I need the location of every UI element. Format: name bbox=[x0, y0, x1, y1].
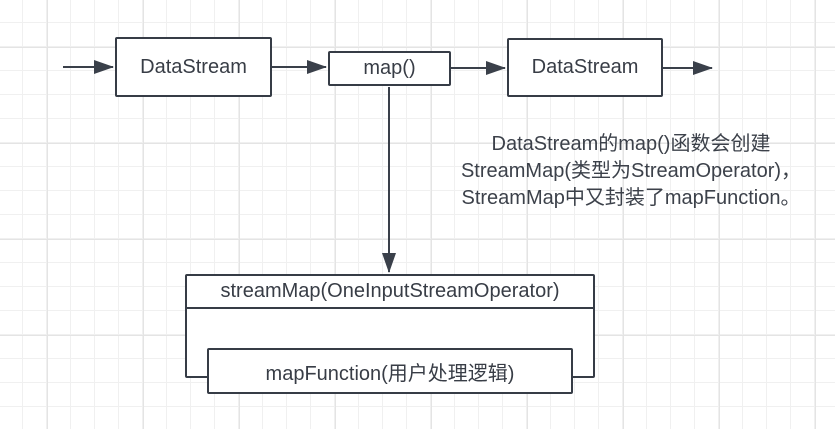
node-label: map() bbox=[363, 57, 416, 79]
node-datastream-right: DataStream bbox=[507, 38, 663, 97]
streammap-header-label: streamMap(OneInputStreamOperator) bbox=[220, 280, 560, 302]
node-mapfunction: mapFunction(用户处理逻辑) bbox=[207, 348, 573, 394]
node-label: mapFunction(用户处理逻辑) bbox=[265, 362, 515, 385]
node-streammap-container: streamMap(OneInputStreamOperator) mapFun… bbox=[185, 274, 595, 394]
streammap-body: mapFunction(用户处理逻辑) bbox=[187, 309, 593, 394]
node-label: DataStream bbox=[531, 56, 639, 78]
streammap-header: streamMap(OneInputStreamOperator) bbox=[187, 276, 593, 309]
annotation-text: DataStream的map()函数会创建 StreamMap(类型为Strea… bbox=[430, 131, 832, 212]
annotation-line: StreamMap(类型为StreamOperator)， bbox=[460, 160, 802, 182]
node-map: map() bbox=[328, 51, 451, 86]
node-label: DataStream bbox=[140, 55, 247, 78]
node-datastream-left: DataStream bbox=[115, 37, 272, 97]
annotation-line: StreamMap中又封装了mapFunction。 bbox=[461, 187, 801, 209]
annotation-line: DataStream的map()函数会创建 bbox=[491, 133, 771, 155]
